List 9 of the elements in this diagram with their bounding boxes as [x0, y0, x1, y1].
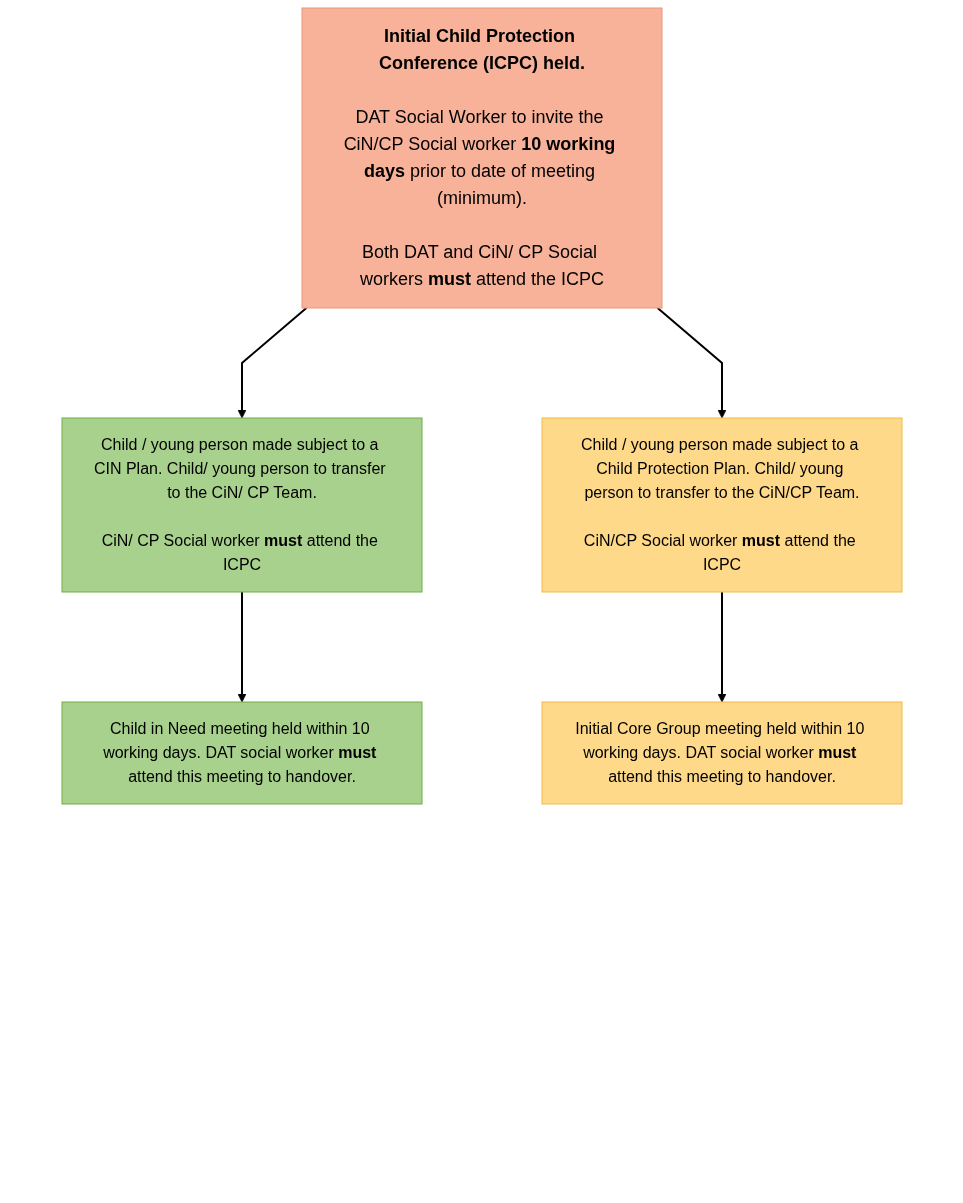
- node-box: Initial Core Group meeting held within 10 working days. DAT social worker must attend this meeting to handover.: [541, 701, 902, 805]
- arrow: [237, 307, 307, 419]
- arrow: [656, 307, 726, 419]
- arrow: [237, 591, 246, 703]
- node-box: Child / young person made subject to a Child Protection Plan. Child/ young person to transfer to the CiN/CP Team. CiN/CP Social worker must attend the ICPC: [541, 417, 902, 593]
- node-box: Child in Need meeting held within 10 working days. DAT social worker must attend this meeting to handover.: [61, 701, 422, 805]
- node-box: Initial Child Protection Conference (ICPC) held. DAT Social Worker to invite the CiN/CP Social worker 10 working days prior to date of meeting (minimum). Both DAT and CiN/ CP Social workers must attend the ICPC: [301, 7, 662, 309]
- arrow: [717, 591, 726, 703]
- node-box: Child / young person made subject to a CIN Plan. Child/ young person to transfer to the CiN/ CP Team. CiN/ CP Social worker must attend the ICPC: [61, 417, 422, 593]
